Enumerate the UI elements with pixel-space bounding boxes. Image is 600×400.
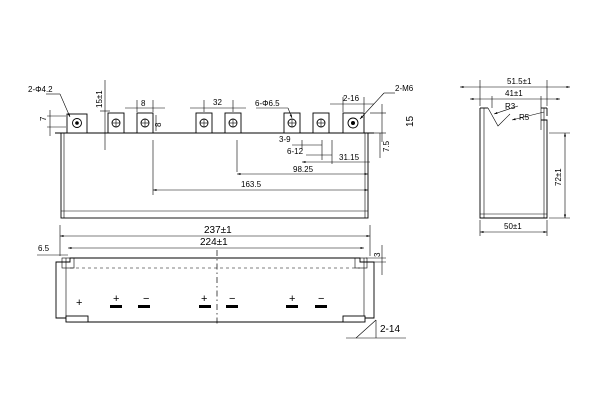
label-6-phi65: 6-Φ6.5 xyxy=(255,99,280,108)
label-6-5: 6.5 xyxy=(38,244,50,253)
label-50: 50±1 xyxy=(504,222,522,231)
terminal-left-mount xyxy=(66,113,88,134)
slot-3 xyxy=(199,305,211,308)
leader-r3 xyxy=(493,105,519,115)
slot-5 xyxy=(286,305,298,308)
label-237: 237±1 xyxy=(204,225,232,236)
slot-2 xyxy=(138,305,150,308)
leader-2-14 xyxy=(355,319,377,339)
label-2-m6: 2-M6 xyxy=(395,84,414,93)
terminal-right-mount xyxy=(342,112,365,134)
terminal-6 xyxy=(312,112,330,134)
label-72: 72±1 xyxy=(554,168,563,186)
label-98-25: 98.25 xyxy=(293,165,314,174)
tab-top-right xyxy=(354,257,368,269)
label-2-16: 2-16 xyxy=(343,94,360,103)
slot-1 xyxy=(110,305,122,308)
tab-top-left xyxy=(61,257,75,269)
polarity-7: − xyxy=(318,293,324,305)
label-2-phi42: 2-Φ4.2 xyxy=(28,85,53,94)
label-r5: R5 xyxy=(519,113,530,122)
label-224: 224±1 xyxy=(200,237,228,248)
polarity-6: + xyxy=(289,293,295,305)
top-view: + + − + − + − 237±1 224±1 6.5 3 2-14 xyxy=(37,225,406,339)
label-31-15: 31.15 xyxy=(339,153,360,162)
label-3: 3 xyxy=(373,252,382,257)
label-51-5: 51.5±1 xyxy=(507,77,532,86)
label-8-top: 8 xyxy=(141,99,146,108)
label-15-1: 15±1 xyxy=(95,90,104,108)
label-163-5: 163.5 xyxy=(241,180,262,189)
side-body-outline xyxy=(479,108,548,219)
terminal-1 xyxy=(107,112,125,134)
tab-bottom-right xyxy=(342,315,366,323)
polarity-2: + xyxy=(113,293,119,305)
label-2-14: 2-14 xyxy=(380,324,400,335)
tab-bottom-left xyxy=(65,315,89,323)
label-15-right: 15 xyxy=(405,115,416,127)
polarity-5: − xyxy=(229,293,235,305)
label-3-9: 3-9 xyxy=(279,135,291,144)
terminal-2 xyxy=(136,112,154,134)
polarity-3: − xyxy=(143,293,149,305)
terminal-5 xyxy=(283,112,301,134)
label-7: 7 xyxy=(39,116,48,121)
leader-r5 xyxy=(511,111,545,121)
side-view: 51.5±1 41±1 R3 R5 72±1 50±1 xyxy=(460,77,570,236)
slot-4 xyxy=(226,305,238,308)
label-41: 41±1 xyxy=(505,89,523,98)
label-6-12: 6-12 xyxy=(287,147,304,156)
label-8-side: 8 xyxy=(154,122,163,127)
top-body-outline xyxy=(55,257,375,323)
label-r3: R3 xyxy=(505,102,516,111)
polarity-4: + xyxy=(201,293,207,305)
terminal-3 xyxy=(195,112,213,134)
front-view: 2-Φ4.2 7 15±1 8 8 32 6-Φ6.5 2-16 xyxy=(28,80,416,219)
side-notch xyxy=(487,107,511,127)
label-7-5: 7.5 xyxy=(382,140,391,152)
polarity-1: + xyxy=(76,297,82,309)
label-32: 32 xyxy=(213,98,222,107)
slot-6 xyxy=(315,305,327,308)
terminal-4 xyxy=(224,112,242,134)
